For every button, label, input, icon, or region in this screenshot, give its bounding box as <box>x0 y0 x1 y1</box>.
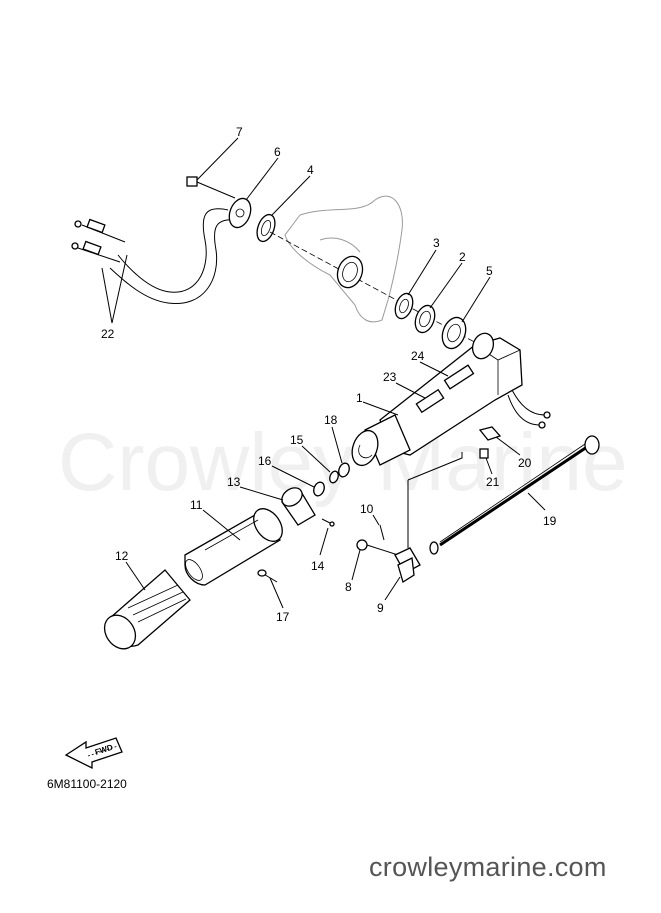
washer-3 <box>394 292 414 320</box>
plate-20 <box>478 426 502 441</box>
callout-7: 7 <box>236 125 243 139</box>
callout-8: 8 <box>345 580 352 594</box>
site-url: crowleymarine.com <box>369 852 607 882</box>
shift-rod-19 <box>429 435 600 555</box>
bushing-5 <box>441 316 467 350</box>
callout-21: 21 <box>486 475 500 489</box>
callout-23: 23 <box>383 370 397 384</box>
screw-17 <box>257 569 278 583</box>
callout-19: 19 <box>543 514 557 528</box>
bolt-7 <box>186 176 236 199</box>
callout-11: 11 <box>190 498 203 512</box>
callout-16: 16 <box>258 454 272 468</box>
diagram-code: 6M81100-2120 <box>47 777 127 791</box>
callout-2: 2 <box>459 250 466 264</box>
callout-labels: 7 6 4 3 2 5 24 23 1 18 15 16 13 11 12 10… <box>101 125 557 624</box>
throttle-grip-11 <box>184 508 283 586</box>
washer-16 <box>313 481 325 497</box>
callout-5: 5 <box>486 264 493 278</box>
washer-2 <box>414 304 436 334</box>
pin-10 <box>379 524 385 541</box>
screw-21 <box>479 448 489 459</box>
leader-lines <box>101 137 546 609</box>
collar-13 <box>281 487 316 526</box>
callout-9: 9 <box>377 601 384 615</box>
grip-cover-12 <box>103 569 191 650</box>
fwd-arrow-icon: FWD <box>64 737 123 770</box>
washer-15 <box>329 470 339 484</box>
watermark: Crowley Marine <box>58 417 628 508</box>
callout-12: 12 <box>115 549 129 563</box>
collar-18 <box>338 462 350 478</box>
callout-6: 6 <box>274 145 281 159</box>
callout-3: 3 <box>433 236 440 250</box>
callout-18: 18 <box>324 413 338 427</box>
throttle-cables <box>71 208 237 304</box>
callout-14: 14 <box>311 559 325 573</box>
callout-24: 24 <box>411 349 425 363</box>
grommet-4 <box>256 213 276 243</box>
callout-20: 20 <box>518 456 532 470</box>
pin-14 <box>321 518 335 527</box>
callout-13: 13 <box>227 475 241 489</box>
plate-6 <box>228 197 252 229</box>
steering-handle-1 <box>351 332 551 467</box>
callout-1: 1 <box>356 391 363 405</box>
friction-block-9 <box>394 547 421 584</box>
engine-bracket-tube <box>336 255 364 289</box>
callout-10: 10 <box>360 502 374 516</box>
callout-17: 17 <box>276 610 290 624</box>
engine-outline <box>284 195 403 323</box>
friction-screw-8 <box>356 539 399 556</box>
callout-4: 4 <box>307 163 314 177</box>
callout-22: 22 <box>101 327 115 341</box>
callout-15: 15 <box>290 433 304 447</box>
